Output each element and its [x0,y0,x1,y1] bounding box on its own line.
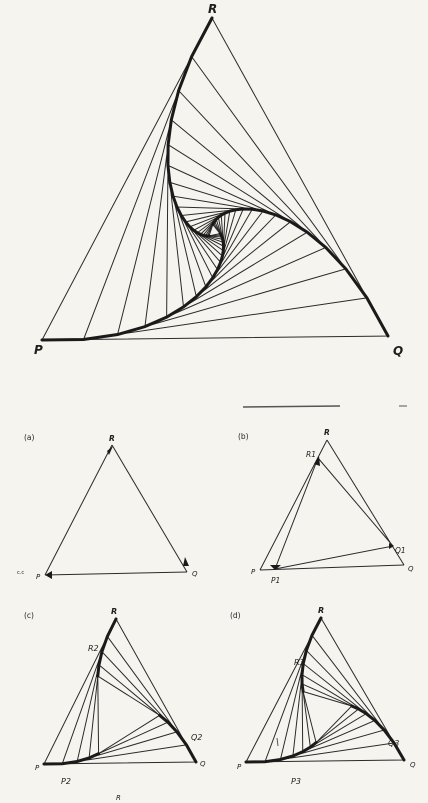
arrow-r [107,446,113,455]
pursuit-triangle [116,89,347,336]
arrow-p [45,571,52,579]
panel-b: (b) R R1 Q1 P P1 Q [238,428,414,585]
label-r2: R2 [88,644,99,653]
label-r3: R3 [294,658,305,667]
pursuit-curve [158,713,198,764]
panel-caption: (b) [238,432,249,441]
pursuit-triangle [204,220,223,238]
label-p: P [36,573,41,581]
label-q: Q [192,570,198,578]
panel-caption: (a) [24,433,35,442]
pursuit-triangle [206,221,222,237]
label-r: R [324,428,330,437]
panel-d: (d) R R3 Q3 P P3 Q [230,606,416,786]
pursuit-triangle [192,212,226,252]
label-r: R [318,606,324,615]
pursuit-triangle [167,164,292,308]
pursuit-triangle [184,209,237,264]
pursuit-curves [40,16,390,342]
pursuit-curve [300,616,323,693]
pursuit-triangle [301,683,360,749]
label-r1: R1 [306,450,316,459]
pursuit-curve [42,752,101,766]
pursuit-triangle [82,55,368,341]
vertex-label-p: P [34,343,43,357]
pursuit-triangle [199,216,224,244]
pursuit-curves [42,617,198,766]
pursuit-triangle [196,214,225,247]
label-p1: P1 [271,576,280,585]
pursuit-curves [244,616,406,764]
label-q1: Q1 [395,546,406,555]
pursuit-chords [41,16,389,341]
small-tick [276,737,279,747]
pursuit-triangle [41,16,389,341]
label-p: P [251,568,256,576]
edge-qp [259,564,405,571]
label-p2: P2 [61,777,71,786]
label-q: Q [200,760,206,768]
pursuit-triangle [166,143,309,319]
chord-p1-r1 [274,457,319,570]
label-p3: P3 [291,777,301,786]
pursuit-triangle [97,675,161,755]
vertex-label-r: R [208,2,217,16]
pursuit-curve [211,207,390,338]
label-q: Q [410,761,416,769]
pursuit-triangle [88,663,169,759]
pursuit-triangle [301,673,368,753]
arrow-q1 [389,543,394,549]
arrow-r1 [314,456,320,466]
label-p: P [35,764,40,772]
panel-caption: (c) [24,611,34,620]
chord-q1-p1 [274,545,394,570]
main-pursuit-diagram: R P Q [34,2,403,358]
pursuit-triangle [202,218,224,241]
pursuit-triangle [43,617,197,765]
label-q2: Q2 [191,733,202,742]
scan-mark-line [242,405,341,408]
edge-qp [44,571,188,576]
panel-c: (c) R R2 Q2 P P2 Q [24,607,206,786]
arrow-p1 [270,565,281,570]
footer-label: R [116,794,121,802]
pursuit-triangle [245,616,405,763]
chord-r1-q1 [317,457,394,547]
pursuit-curve [96,617,118,678]
panel-caption: (d) [230,611,241,620]
label-extra: c.c [17,570,24,576]
label-q: Q [408,565,414,573]
pursuit-triangle [208,223,222,237]
pursuit-triangle [292,662,376,757]
pursuit-triangle [302,690,353,744]
pursuit-triangle [76,650,178,763]
pursuit-triangle [264,634,395,763]
label-p: P [237,763,242,771]
pursuit-triangle [279,649,386,761]
pursuit-triangle [172,195,265,288]
edge-rq [111,444,188,573]
pursuit-curve [244,741,318,764]
pursuit-triangle [169,181,277,298]
pursuit-triangle [61,635,188,765]
label-q3: Q3 [388,739,399,748]
pursuit-triangle [188,210,231,257]
panel-a: (a) R P Q c.c [17,433,198,581]
arrow-q [183,557,189,566]
edge-pr [44,444,113,576]
pursuit-chords [245,616,405,763]
pursuit-triangle [180,208,245,271]
pursuit-curve [40,232,226,342]
pursuit-curve [166,16,214,238]
vertex-label-q: Q [393,344,403,358]
pursuit-chords [43,617,197,765]
label-r: R [109,434,115,443]
pursuit-curve [350,704,406,762]
pursuit-triangle [144,118,327,328]
label-r: R [111,607,117,616]
pursuit-triangle [176,206,254,279]
